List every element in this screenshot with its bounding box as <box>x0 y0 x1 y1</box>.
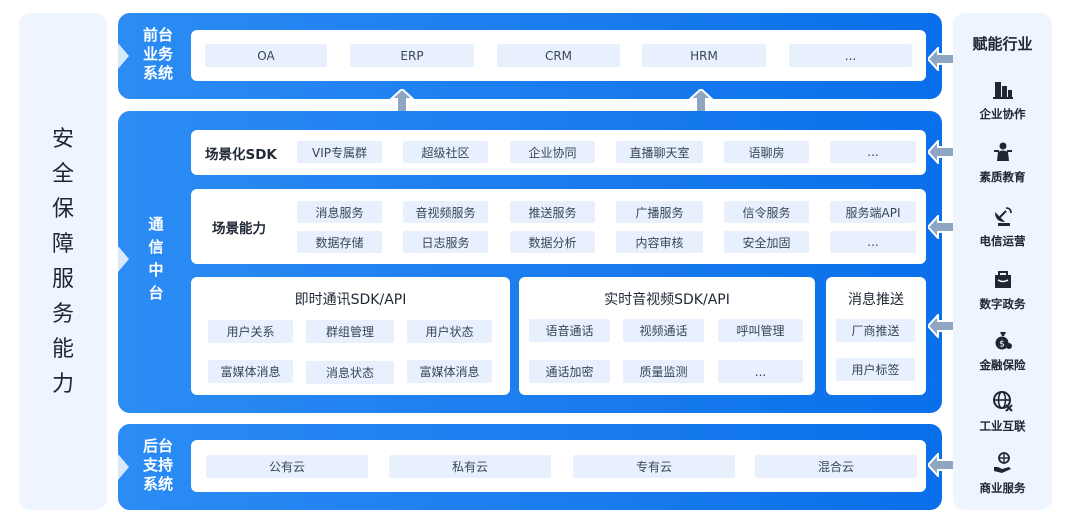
svg-text:$: $ <box>999 340 1005 350</box>
rtc-item: 语音通话 <box>529 319 610 342</box>
frontend-label: 前台 业务 系统 <box>143 26 174 82</box>
globe-network-icon <box>992 391 1013 412</box>
rtc-item: ... <box>718 360 803 383</box>
backend-item-private-cloud: 私有云 <box>389 455 551 478</box>
ability-item: 服务端API <box>830 201 916 223</box>
scene-sdk-item: 企业协同 <box>510 141 595 163</box>
industry-business: 商业服务 <box>953 452 1052 496</box>
backend-item-hybrid-cloud: 混合云 <box>755 455 917 478</box>
frontend-notch <box>118 43 129 69</box>
frontend-item-oa: OA <box>205 44 327 67</box>
frontend-item-more: ... <box>789 44 912 67</box>
middle-notch <box>118 246 129 272</box>
ability-item: 内容审核 <box>616 231 703 253</box>
ability-item: 音视频服务 <box>403 201 488 223</box>
ability-item: 安全加固 <box>724 231 809 253</box>
industry-telecom: 电信运营 <box>953 205 1052 249</box>
ability-item: 信令服务 <box>724 201 809 223</box>
industries-title: 赋能行业 <box>972 35 1033 53</box>
satellite-dish-icon <box>994 207 1012 226</box>
industry-finance: $ 金融保险 <box>953 329 1052 373</box>
money-bag-icon: $ <box>995 332 1012 350</box>
industry-education: 素质教育 <box>953 141 1052 185</box>
im-item: 用户关系 <box>208 320 293 343</box>
frontend-item-crm: CRM <box>497 44 620 67</box>
ability-item: 广播服务 <box>616 201 703 223</box>
im-sdk-title: 即时通讯SDK/API <box>294 292 407 308</box>
scene-sdk-item: 语聊房 <box>724 141 809 163</box>
rtc-item: 呼叫管理 <box>718 319 803 342</box>
scene-sdk-item: 超级社区 <box>403 141 488 163</box>
im-item: 群组管理 <box>306 320 394 343</box>
frontend-item-hrm: HRM <box>642 44 766 67</box>
building-chart-icon <box>992 82 1013 99</box>
ability-item: 消息服务 <box>297 201 382 223</box>
push-item: 厂商推送 <box>836 319 915 342</box>
scene-sdk-item: 直播聊天室 <box>616 141 703 163</box>
industry-government: 数字政务 <box>953 268 1052 312</box>
ability-item: 推送服务 <box>510 201 595 223</box>
ability-item: 日志服务 <box>403 231 488 253</box>
im-item: 用户状态 <box>407 320 492 343</box>
security-capability-title: 安全保障服务能力 <box>51 126 74 397</box>
rtc-item: 质量监测 <box>623 360 704 383</box>
industry-enterprise: 企业协作 <box>953 78 1052 122</box>
im-item: 富媒体消息 <box>208 360 293 383</box>
im-item: 富媒体消息 <box>407 360 492 383</box>
rtc-item: 视频通话 <box>623 319 704 342</box>
scene-sdk-item: ... <box>830 141 916 163</box>
push-item: 用户标签 <box>836 358 915 381</box>
security-capability-panel: 安全保障服务能力 <box>19 13 107 510</box>
im-item: 消息状态 <box>306 361 394 384</box>
rtc-item: 通话加密 <box>529 360 610 383</box>
backend-item-dedicated-cloud: 专有云 <box>573 455 735 478</box>
rtc-sdk-title: 实时音视频SDK/API <box>604 292 730 308</box>
teacher-icon <box>993 142 1012 161</box>
hand-globe-icon <box>993 452 1011 473</box>
backend-label: 后台 支持 系统 <box>143 437 174 493</box>
backend-notch <box>118 454 129 480</box>
ability-item: 数据存储 <box>297 231 382 253</box>
government-bag-icon <box>994 271 1011 288</box>
backend-item-public-cloud: 公有云 <box>206 455 368 478</box>
ability-item: ... <box>830 231 916 253</box>
comm-middle-platform-label: 通 信 中 台 <box>148 215 164 302</box>
scene-sdk-label: 场景化SDK <box>205 147 277 163</box>
ability-item: 数据分析 <box>510 231 595 253</box>
frontend-item-erp: ERP <box>350 44 474 67</box>
push-title: 消息推送 <box>848 292 904 308</box>
scene-ability-label: 场景能力 <box>212 221 266 237</box>
industry-industrial: 工业互联 <box>953 390 1052 434</box>
industries-panel: 赋能行业 企业协作 素质教育 电信运营 <box>953 13 1052 510</box>
scene-sdk-item: VIP专属群 <box>297 141 382 163</box>
